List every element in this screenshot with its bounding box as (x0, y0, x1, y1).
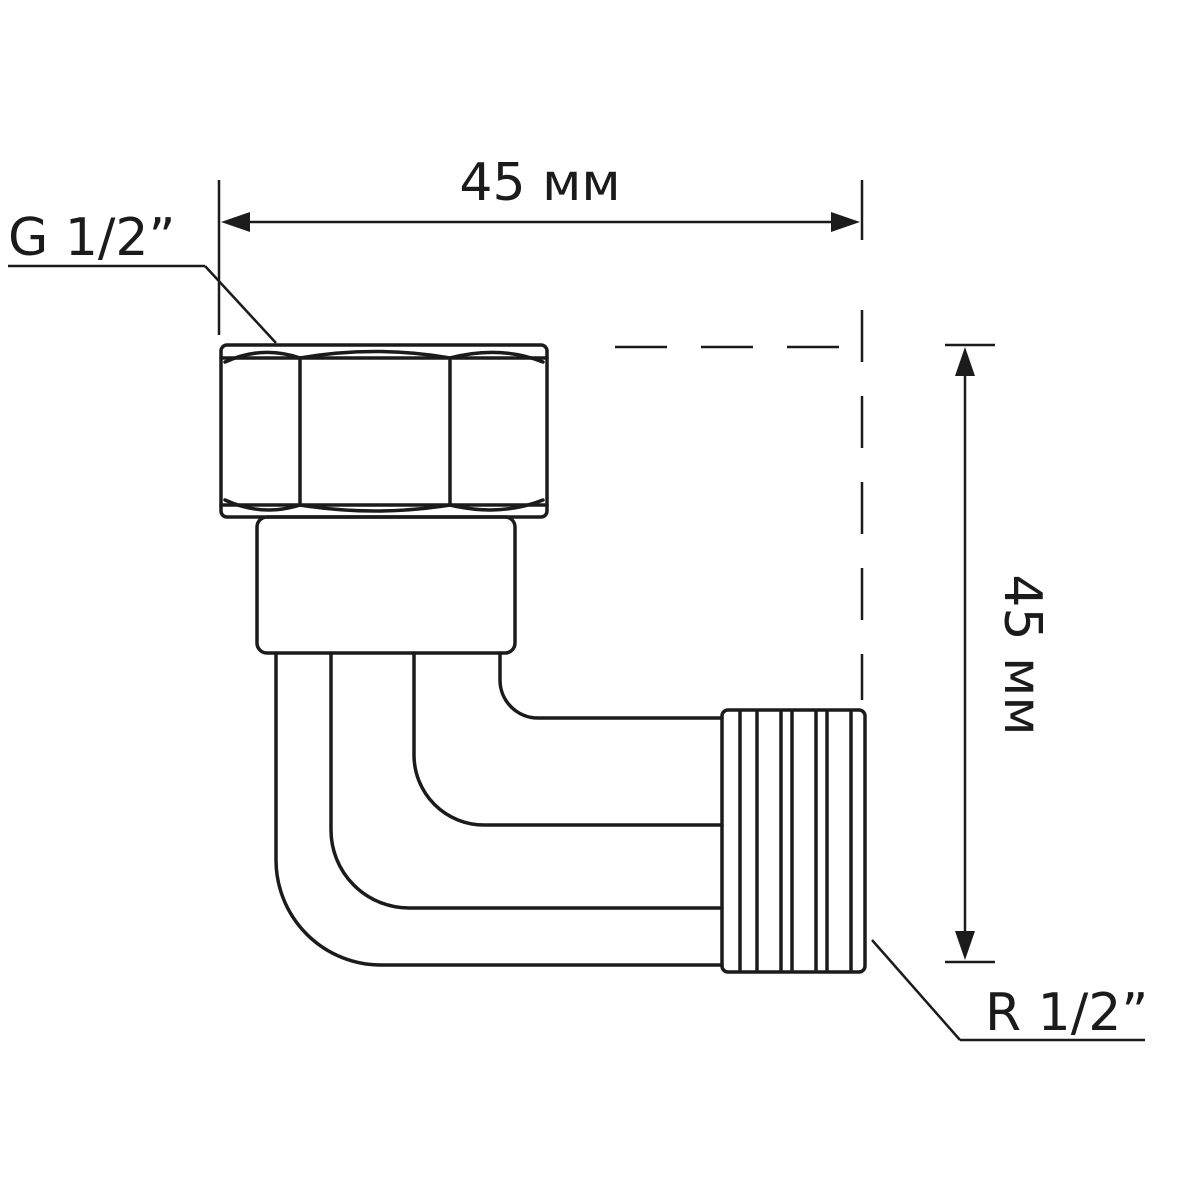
arrow-up-icon (955, 347, 975, 376)
width-dimension-line (217, 180, 864, 335)
arrow-right-icon (831, 212, 860, 232)
inlet-thread-label: G 1/2” (8, 208, 175, 268)
hex-nut (219, 343, 549, 519)
threaded-outlet (720, 708, 867, 974)
collar (255, 515, 517, 655)
arrow-left-icon (221, 212, 250, 232)
elbow-pipe-body (274, 651, 724, 967)
outlet-leader-line-angled (871, 939, 961, 1041)
width-dimension-label: 45 мм (459, 153, 620, 213)
height-dimension-line (945, 343, 995, 964)
inlet-leader-line-angled (204, 265, 277, 344)
arrow-down-icon (955, 931, 975, 960)
outlet-thread-label: R 1/2” (985, 983, 1148, 1043)
height-dimension-label: 45 мм (992, 574, 1052, 735)
dashed-extension-lines (615, 310, 864, 700)
